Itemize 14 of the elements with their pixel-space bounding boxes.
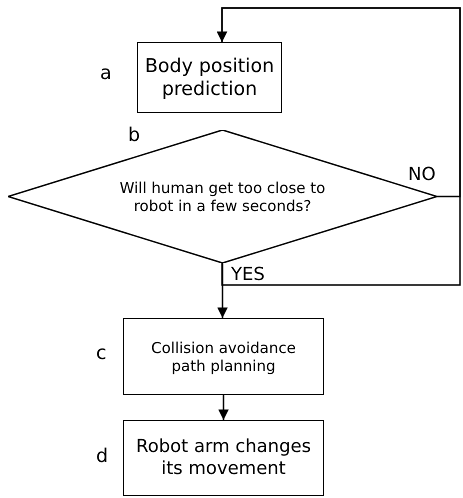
- step-letter: c: [96, 342, 106, 364]
- step-letter: a: [100, 62, 112, 84]
- arrow: [217, 263, 228, 318]
- process-box: [123, 420, 324, 496]
- step-letter: b: [128, 124, 140, 146]
- node-text: Collision avoidance path planning: [150, 338, 297, 374]
- arrow: [216, 7, 461, 286]
- process-box: [123, 318, 324, 395]
- node-text: Robot arm changes its movement: [135, 436, 312, 480]
- step-letter: d: [96, 445, 108, 467]
- arrow: [218, 395, 229, 420]
- process-box: [137, 42, 282, 113]
- node-text: Body position prediction: [144, 54, 276, 100]
- node-text: Will human get too close to robot in a few seconds?: [118, 178, 326, 214]
